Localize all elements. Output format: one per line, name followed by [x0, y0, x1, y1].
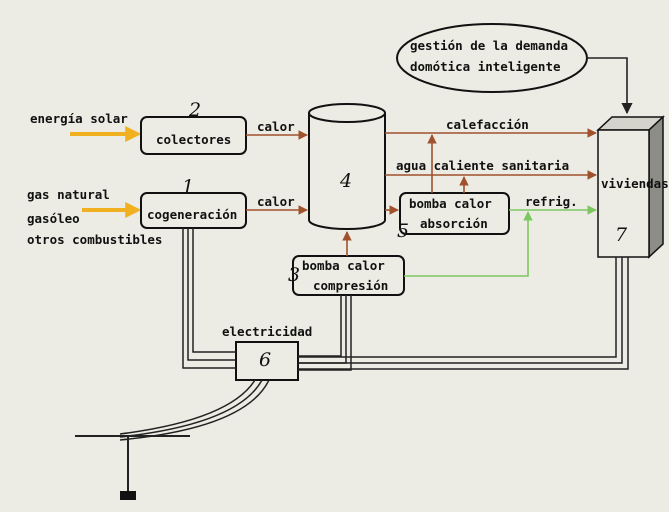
demand-management-line-1: gestión de la demanda — [410, 38, 569, 53]
electric-hub-box — [235, 341, 299, 381]
cooling-label: refrig. — [525, 194, 578, 209]
dwellings-label: viviendas — [601, 176, 669, 191]
fuel-source-label-2: gasóleo — [27, 211, 80, 226]
compression-to-cooling-arrow — [404, 211, 533, 277]
heat-label-cogeneration: calor — [257, 194, 295, 209]
compression-pump-label-2: compresión — [313, 278, 389, 293]
demand-management-ellipse — [396, 23, 588, 93]
fuel-source-label-3: otros combustibles — [27, 232, 163, 247]
grid-pylon — [75, 435, 190, 500]
compression-pump-number: 3 — [288, 264, 301, 286]
dwellings-number: 7 — [615, 224, 628, 246]
dwellings-block — [596, 115, 665, 259]
storage-number: 4 — [340, 170, 353, 192]
heating-label: calefacción — [446, 117, 529, 132]
collectors-label: colectores — [156, 132, 232, 147]
absorption-pump-label-2: absorción — [420, 216, 488, 231]
compression-pump-label-1: bomba calor — [302, 258, 385, 273]
electric-hub-number: 6 — [259, 349, 272, 371]
cogeneration-label: cogeneración — [147, 207, 238, 222]
solar-source-label: energía solar — [30, 111, 128, 126]
demand-management-line-2: domótica inteligente — [410, 59, 561, 74]
fuel-source-label-1: gas natural — [27, 187, 110, 202]
absorption-pump-box — [399, 192, 510, 235]
hot-water-label: agua caliente sanitaria — [396, 158, 570, 173]
heat-label-collectors: calor — [257, 119, 295, 134]
absorption-pump-label-1: bomba calor — [409, 196, 492, 211]
electricity-label: electricidad — [222, 324, 313, 339]
cable-hub-dwellings — [298, 257, 629, 370]
collectors-number: 2 — [189, 99, 202, 121]
absorption-pump-number: 5 — [397, 220, 410, 242]
cable-cogeneration-hub — [182, 228, 236, 369]
storage-tank — [308, 103, 386, 230]
demand-management-arrow — [587, 57, 633, 115]
cogeneration-number: 1 — [182, 176, 195, 198]
cable-hub-grid — [119, 379, 270, 441]
